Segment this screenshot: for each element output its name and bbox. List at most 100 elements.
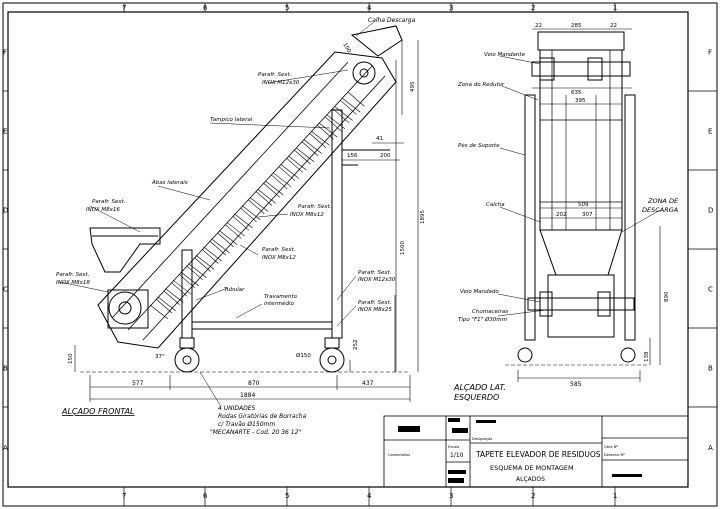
dim-252: 252 [353,340,359,351]
tail-pulley [108,291,142,325]
grid-col-top-6: 6 [203,4,208,12]
label-zona-redutor: Zona do Redutor [457,82,505,88]
label-veio-mandado: Veio Mandado [460,289,499,295]
grid-col-top-5: 5 [285,4,289,12]
dim-890: 890 [664,291,670,302]
grid-col-bottom-4: 4 [367,492,372,500]
front-view-title: ALÇADO FRONTAL [61,407,135,416]
grid-row-right-D: D [708,207,713,215]
label-inox-m8x25: INOX M8x25 [358,307,392,313]
label-travamento: Travamento [264,294,298,300]
grid-col-top-2: 2 [531,4,535,12]
dim-509: 509 [578,202,589,208]
dim-395: 395 [575,98,586,104]
label-calha-descarga: Calha Descarga [368,17,416,24]
dim-150: 150 [68,353,74,364]
dim-585: 585 [570,381,582,388]
grid-col-bottom-6: 6 [203,492,208,500]
grid-row-left-F: F [3,49,7,57]
grid-row-left-A: A [3,444,8,452]
title-block-redactions [398,418,642,483]
front-view [59,21,419,406]
grid-col-top-1: 1 [613,4,617,12]
dim-1895: 1895 [420,210,426,224]
label-paraf-2: Parafr. Sext. [92,199,126,205]
grid-row-left-D: D [3,207,8,215]
dim-138: 138 [644,351,650,362]
label-veio-mandante: Veio Mandante [484,52,526,58]
dim-577: 577 [132,380,144,387]
label-tipo-f1: Tipo "F1" Ø30mm [458,316,507,323]
side-view-title-1: ALÇADO LAT. [453,383,506,392]
label-inox-m12x30-2: INOX M12x30 [358,277,396,283]
comentarios-label: Comentários [388,453,410,457]
dim-angle-37: 37° [155,354,165,360]
dim-156: 156 [347,153,358,159]
label-zona-de: ZONA DE [647,197,679,205]
label-pes-suporte: Pés de Suporte [458,142,500,149]
label-paraf-6: Parafr. Sext. [358,270,392,276]
label-tampico-lateral: Tampico lateral [210,117,253,123]
label-mecanarte: "MECANARTE - Cod. 20 36 12" [210,429,301,436]
dim-870: 870 [248,380,260,387]
escala-value: 1/10 [450,452,464,459]
side-wheel-right [620,347,636,363]
dim-100: 100 [341,42,352,55]
dim-1500: 1500 [400,241,406,255]
label-paraf-7: Parafr. Sext. [358,300,392,306]
title-block-frame [383,415,689,488]
grid-col-bottom-5: 5 [285,492,289,500]
inner-frame [7,11,689,488]
label-abas-laterais: Abas laterais [151,180,188,186]
label-tubular: Tubular [224,287,245,293]
label-rodas: Rodas Giratórias de Borracha [218,413,307,420]
label-unidades: 4 UNIDADES [218,405,256,412]
driven-shaft [527,297,635,311]
label-paraf-4: Parafr. Sext. [262,247,296,253]
drive-shaft [531,61,631,77]
feed-hopper [89,227,161,273]
side-view [497,28,661,382]
grid-col-top-4: 4 [367,4,372,12]
grid-col-bottom-2: 2 [531,492,535,500]
title-line-2: ESQUEMA DE MONTAGEM [490,464,574,472]
grid-col-bottom-7: 7 [122,492,126,500]
grid-col-bottom-1: 1 [613,492,617,500]
grid-col-top-3: 3 [449,4,453,12]
label-paraf-5: Parafr. Sext. [56,272,90,278]
grid-row-left-B: B [3,365,8,373]
label-chumaceiras: Chumaceiras [472,309,508,315]
right-support-leg [624,94,636,341]
dim-22a: 22 [535,23,542,29]
label-inox-m8x18: INOX M8x18 [56,280,90,286]
label-paraf-3: Parafr. Sext. [298,204,332,210]
dim-22b: 22 [610,23,617,29]
label-intermedio: intermédio [264,300,295,307]
grid-row-right-E: E [708,128,712,136]
designacao-label: Designação [472,437,492,441]
dim-437: 437 [362,380,374,387]
label-inox-m8x12: INOX M8x12 [290,212,324,218]
label-paraf-1: Parafr. Sext. [258,72,292,78]
label-inox-m8x12-2: INOX M8x12 [262,255,296,261]
belt-mesh [149,92,365,320]
grid-row-right-A: A [708,444,713,452]
desenho-label: Desenho Nº [604,453,625,457]
side-view-title-2: ESQUERDO [454,393,499,402]
grid-col-bottom-3: 3 [449,492,453,500]
side-wheel-left [517,347,533,363]
label-descarga: DESCARGA [642,206,678,214]
dim-200: 200 [380,153,391,159]
label-inox-m12x30-1: INOX M12x30 [262,80,300,86]
grid-row-right-B: B [708,365,713,373]
escala-label: Escala [448,445,459,449]
dim-1884: 1884 [240,392,255,399]
left-support-leg [524,94,536,341]
dim-202: 202 [556,212,567,218]
dim-285: 285 [571,23,582,29]
title-line-1: TAPETE ELEVADOR DE RESIDUOS [475,450,601,459]
